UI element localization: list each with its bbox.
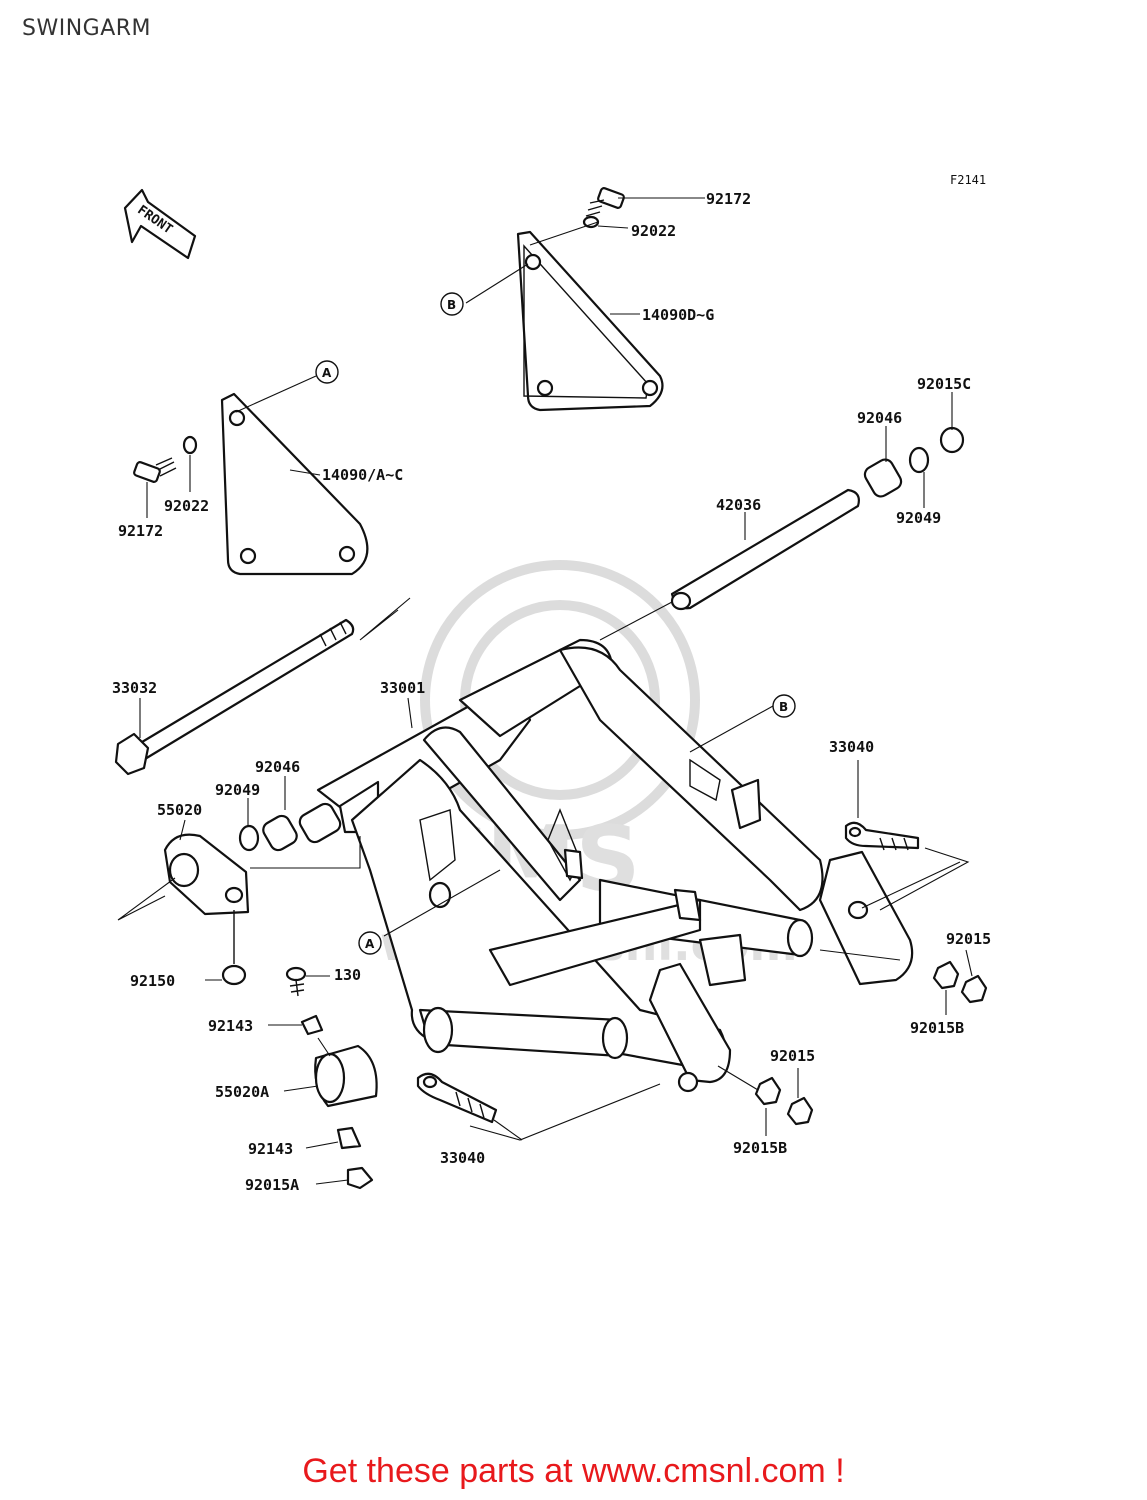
part-label-42036: 42036: [716, 496, 761, 514]
bolt-92150: [221, 910, 247, 986]
swingarm-33001: [316, 638, 914, 1093]
part-label-33001: 33001: [380, 679, 425, 697]
svg-text:A: A: [322, 366, 332, 380]
bolt-92172-top: [585, 187, 625, 217]
footer-link-text[interactable]: Get these parts at www.cmsnl.com !: [302, 1452, 845, 1490]
adjuster-33040-right: [844, 821, 920, 851]
part-label-92049-right: 92049: [896, 509, 941, 527]
tab-92143-top: [300, 1014, 324, 1036]
part-label-14090dg: 14090D~G: [642, 306, 714, 324]
cover-55020a: [314, 1044, 378, 1108]
plate-14090ac: [220, 392, 369, 576]
leader-lines: [117, 197, 973, 1185]
washer-92049-right: [908, 446, 930, 474]
callout-b-arm: B: [772, 694, 796, 718]
tab-92143-bottom: [336, 1126, 362, 1150]
part-label-55020a: 55020A: [215, 1083, 269, 1101]
part-label-55020: 55020: [157, 801, 202, 819]
svg-text:B: B: [779, 700, 788, 714]
part-label-33040-right: 33040: [829, 738, 874, 756]
nut-92015a: [346, 1166, 374, 1190]
part-label-92015a: 92015A: [245, 1176, 299, 1194]
part-label-92049-left: 92049: [215, 781, 260, 799]
part-label-92143-top: 92143: [208, 1017, 253, 1035]
callout-b-top: B: [440, 292, 464, 316]
front-arrow-icon: FRONT: [123, 188, 197, 260]
part-label-92172-top: 92172: [706, 190, 751, 208]
part-label-33040-bottom: 33040: [440, 1149, 485, 1167]
svg-text:B: B: [447, 298, 456, 312]
part-label-92172-left: 92172: [118, 522, 163, 540]
part-label-92022-left: 92022: [164, 497, 209, 515]
part-label-130: 130: [334, 966, 361, 984]
part-labels: 92172 92022 14090D~G 92015C 92046 92049 …: [112, 190, 991, 1194]
part-label-92046-left: 92046: [255, 758, 300, 776]
pivot-bolt-33032: [114, 618, 355, 776]
svg-text:A: A: [365, 937, 375, 951]
part-label-92015b-right: 92015B: [910, 1019, 964, 1037]
pivot-tube-left: [298, 802, 342, 844]
bearing-92046-right: [863, 458, 903, 498]
plate-14090dg: [516, 230, 664, 412]
part-label-92022-top: 92022: [631, 222, 676, 240]
part-label-92015b-bottom: 92015B: [733, 1139, 787, 1157]
nut-92015c: [939, 426, 965, 454]
part-label-92150: 92150: [130, 972, 175, 990]
part-label-92015-right: 92015: [946, 930, 991, 948]
bearing-92046-left: [262, 814, 298, 852]
page-title: SWINGARM: [22, 16, 152, 41]
part-label-33032: 33032: [112, 679, 157, 697]
washer-92022-left: [182, 435, 198, 455]
nut-92015-right: [960, 974, 988, 1004]
bolt-92172-left: [133, 457, 177, 483]
figure-code: F2141: [950, 173, 986, 187]
adjuster-33040-bottom: [416, 1072, 498, 1124]
pivot-shaft-42036: [670, 488, 860, 611]
part-label-92046-right: 92046: [857, 409, 902, 427]
clamp-55020: [163, 833, 250, 916]
callout-a-top: A: [315, 360, 339, 384]
washer-92049-left: [238, 824, 260, 852]
nut-92015-bottom: [786, 1096, 814, 1126]
part-label-92143-bottom: 92143: [248, 1140, 293, 1158]
nut-92015b-right: [932, 960, 960, 990]
part-label-92015c: 92015C: [917, 375, 971, 393]
screw-130: [285, 966, 307, 997]
nut-92015b-bottom: [754, 1076, 782, 1106]
part-label-14090ac: 14090/A~C: [322, 466, 403, 484]
callout-a-arm: A: [358, 931, 382, 955]
swingarm-exploded-diagram: CMS www.cmsnl.com F2141 FRONT: [112, 173, 991, 1194]
part-label-92015-bottom: 92015: [770, 1047, 815, 1065]
